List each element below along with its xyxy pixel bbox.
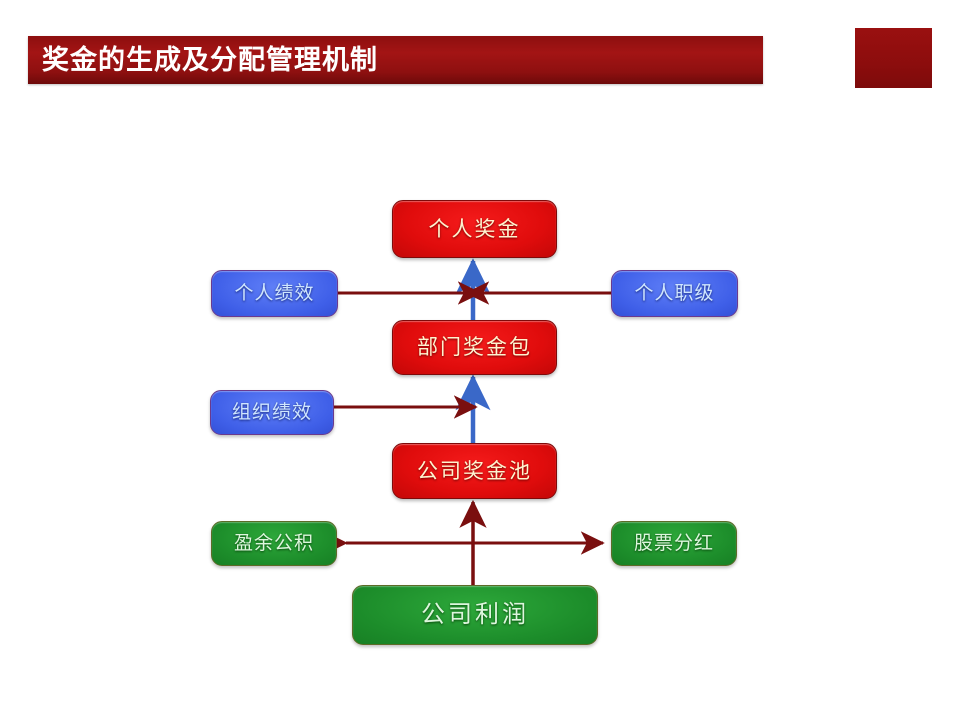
- node-personal-grade-label: 个人职级: [634, 283, 715, 304]
- node-department-bonus-pool[interactable]: 部门奖金包: [392, 320, 557, 375]
- node-stock-dividend-label: 股票分红: [633, 533, 714, 554]
- title-accent-block: [855, 28, 932, 88]
- node-company-bonus-pool-label: 公司奖金池: [417, 459, 532, 483]
- node-personal-bonus-label: 个人奖金: [428, 217, 521, 241]
- node-organization-performance[interactable]: 组织绩效: [210, 390, 334, 435]
- node-company-profit[interactable]: 公司利润: [352, 585, 598, 645]
- node-organization-performance-label: 组织绩效: [231, 402, 312, 423]
- node-stock-dividend[interactable]: 股票分红: [611, 521, 737, 566]
- slide-title-bar: 奖金的生成及分配管理机制: [28, 36, 763, 84]
- node-surplus-reserve[interactable]: 盈余公积: [211, 521, 337, 566]
- node-personal-performance-label: 个人绩效: [234, 283, 315, 304]
- node-company-bonus-pool[interactable]: 公司奖金池: [392, 443, 557, 499]
- node-personal-performance[interactable]: 个人绩效: [211, 270, 338, 317]
- node-company-profit-label: 公司利润: [421, 601, 529, 628]
- node-surplus-reserve-label: 盈余公积: [233, 533, 314, 554]
- node-department-bonus-pool-label: 部门奖金包: [417, 336, 532, 359]
- node-personal-grade[interactable]: 个人职级: [611, 270, 738, 317]
- node-personal-bonus[interactable]: 个人奖金: [392, 200, 557, 258]
- page-title: 奖金的生成及分配管理机制: [42, 44, 378, 75]
